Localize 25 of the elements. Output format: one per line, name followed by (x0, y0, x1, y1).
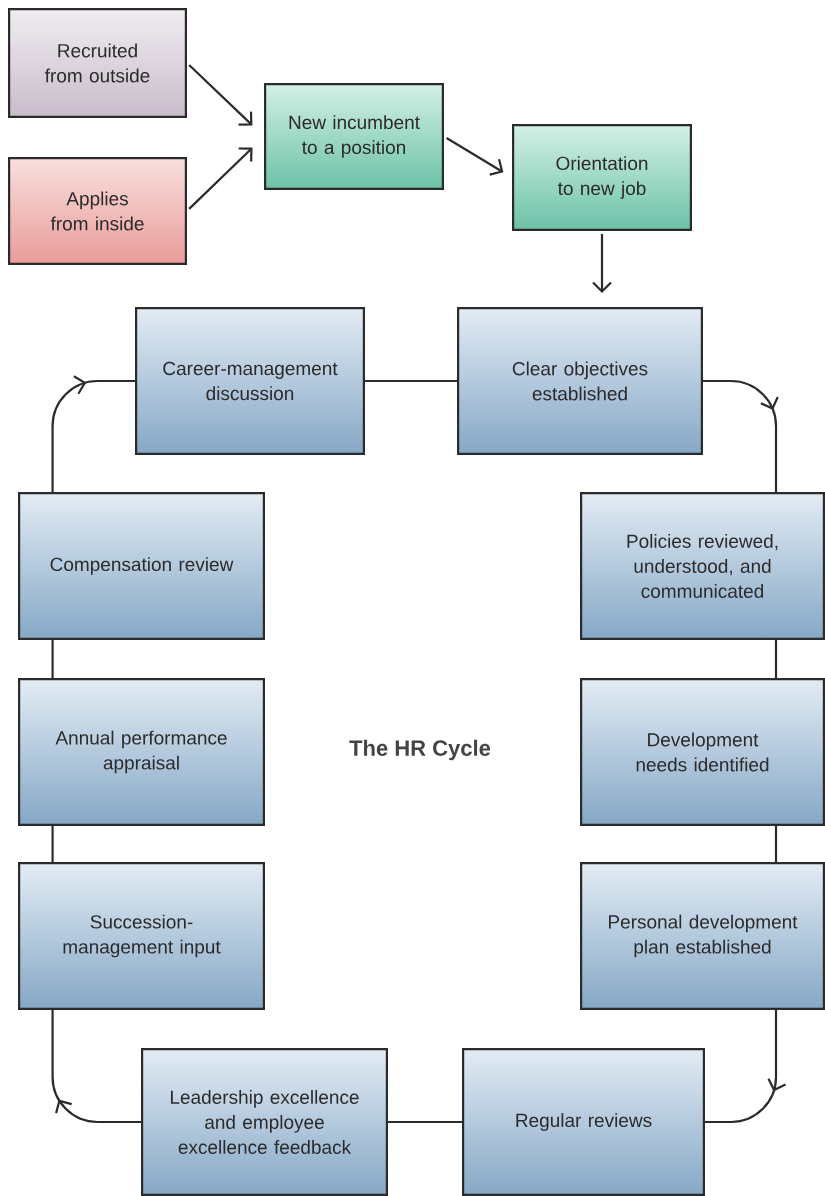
process-box: Annual performance appraisal (18, 678, 265, 826)
process-box: New incumbent to a position (264, 83, 444, 190)
arrow (446, 137, 504, 176)
process-box: Regular reviews (462, 1048, 705, 1196)
connector-line (774, 826, 778, 862)
arrow (592, 234, 612, 293)
process-box: Succession-management input (18, 862, 265, 1010)
connector-line (365, 379, 457, 383)
process-box: Clear objectives established (457, 307, 703, 455)
connector-line (51, 640, 54, 678)
process-box: Applies from inside (8, 157, 187, 265)
process-box: Recruited from outside (8, 8, 187, 118)
arrow (188, 64, 253, 126)
process-box: Leadership excellence and employee excellence feedback (141, 1048, 388, 1196)
process-box: Compensation review (18, 492, 265, 640)
process-box: Orientation to new job (512, 124, 692, 231)
process-box: Personal development plan established (580, 862, 825, 1010)
connector-line (388, 1120, 462, 1124)
connector-line (774, 640, 778, 678)
diagram-title: The HR Cycle (349, 739, 491, 761)
process-box: Development needs identified (580, 678, 825, 826)
process-box: Career-management discussion (135, 307, 365, 455)
arrow (188, 147, 253, 210)
connector-line (51, 826, 54, 862)
process-box: Policies reviewed, understood, and communicated (580, 492, 825, 640)
